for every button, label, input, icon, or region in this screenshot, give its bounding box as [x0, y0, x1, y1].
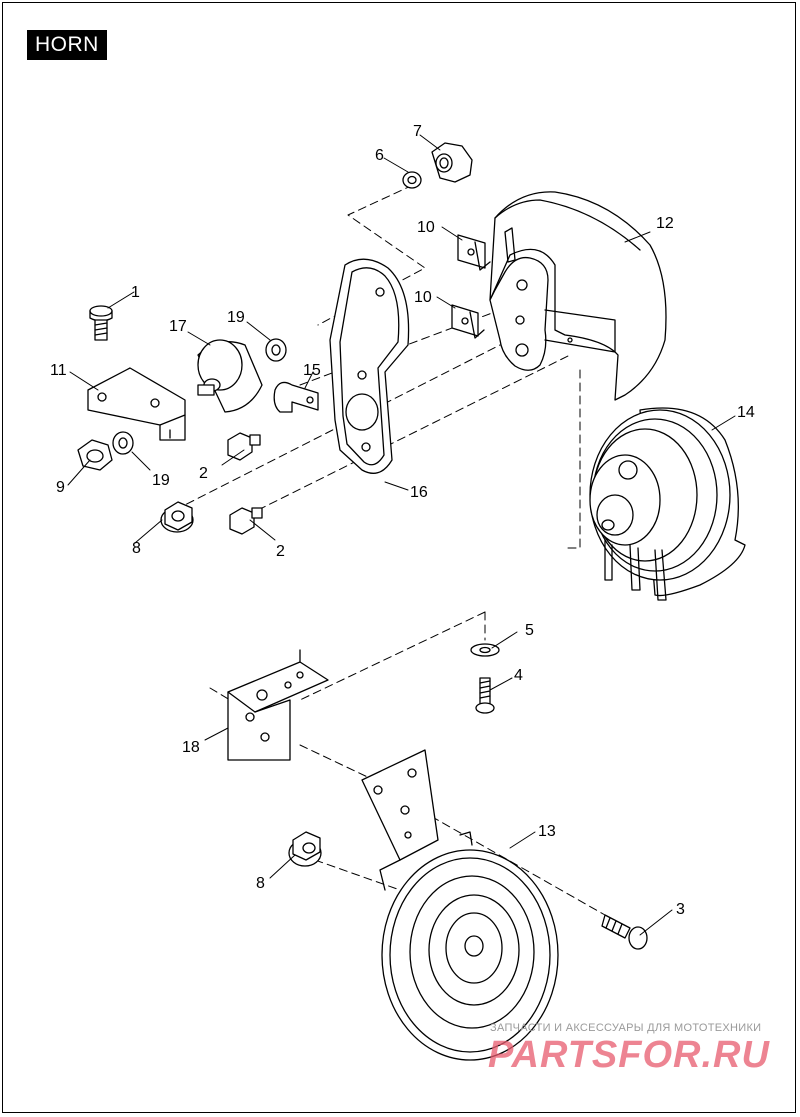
callout-3: 3 [676, 901, 685, 918]
callout-13: 13 [538, 823, 556, 840]
part-5-washer [470, 643, 500, 657]
part-10-clip-nut-a [457, 234, 491, 271]
part-11-bracket [87, 367, 186, 441]
callout-8a: 8 [132, 540, 141, 557]
watermark-logo: PARTSFOR.RU [488, 1034, 770, 1076]
callout-7: 7 [413, 123, 422, 140]
part-13-disc-horn [361, 749, 559, 1061]
callout-8b: 8 [256, 875, 265, 892]
part-12-cover [489, 191, 667, 401]
callout-17: 17 [169, 318, 187, 335]
part-7-acorn-nut [431, 142, 473, 183]
part-16-mounting-plate [329, 258, 410, 474]
page-title: HORN [27, 30, 107, 60]
part-19-washer-b [265, 338, 287, 362]
part-6-washer [402, 171, 422, 189]
part-8-flange-nut-a [160, 501, 194, 533]
callout-19a: 19 [227, 309, 245, 326]
part-17-rubber-mount [197, 339, 263, 413]
part-1-screw [89, 305, 113, 341]
part-10-clip-nut-b [451, 304, 485, 339]
callout-16: 16 [410, 484, 428, 501]
callout-10b: 10 [414, 289, 432, 306]
callout-6: 6 [375, 147, 384, 164]
callout-11: 11 [50, 362, 67, 379]
callout-4: 4 [514, 667, 523, 684]
callout-19b: 19 [152, 472, 170, 489]
callout-9: 9 [56, 479, 65, 496]
part-2-bolt-b [229, 507, 263, 535]
leader-lines [67, 134, 736, 936]
callout-5: 5 [525, 622, 534, 639]
part-4-screw [475, 677, 495, 714]
callout-2b: 2 [276, 543, 285, 560]
callout-14: 14 [737, 404, 755, 421]
part-3-screw [601, 914, 648, 950]
part-8-flange-nut-b [288, 831, 322, 867]
callout-15: 15 [303, 362, 321, 379]
part-2-bolt-a [227, 432, 261, 461]
callout-12: 12 [656, 215, 674, 232]
callout-10a: 10 [417, 219, 435, 236]
part-18-angle-bracket [227, 649, 329, 761]
callout-1: 1 [131, 284, 140, 301]
part-14-horn [589, 407, 746, 601]
watermark-caption: ЗАПЧАСТИ И АКСЕССУАРЫ ДЛЯ МОТОТЕХНИКИ [490, 1022, 762, 1034]
part-19-washer-a [112, 431, 134, 455]
part-15-clip [273, 381, 319, 413]
callout-2a: 2 [199, 465, 208, 482]
callout-18: 18 [182, 739, 200, 756]
part-9-nut [77, 439, 113, 471]
